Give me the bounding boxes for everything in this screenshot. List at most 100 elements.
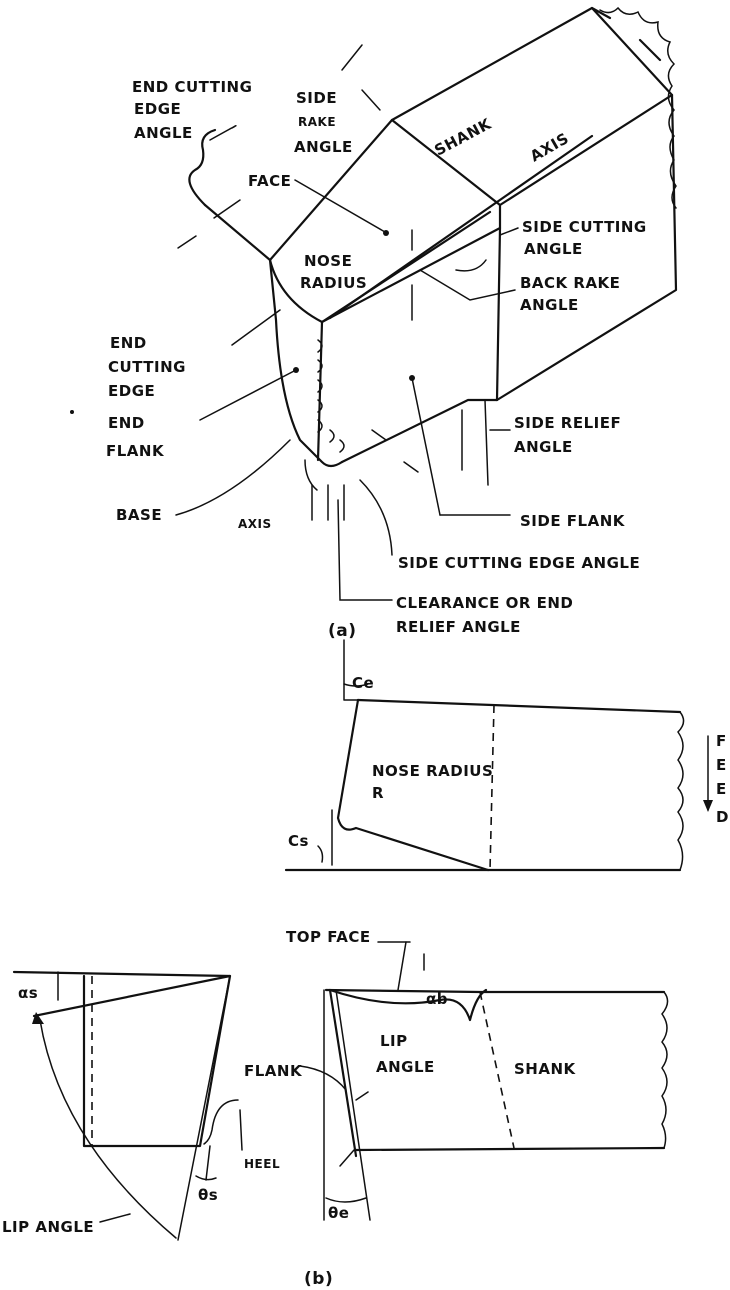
leader-face: [294, 179, 386, 233]
right-bottom-edge: [354, 1146, 666, 1152]
end-relief-lines: [311, 484, 345, 521]
top-face-leader: [397, 941, 425, 991]
end-flank-dot: [293, 367, 299, 373]
label-side-relief-angle-1: SIDE RELIEF: [514, 414, 621, 432]
label-feed-e2: E: [716, 780, 727, 798]
flank-leader-right: [299, 1065, 347, 1091]
label-shank-b: SHANK: [514, 1060, 577, 1078]
label-side-cutting-angle-2: ANGLE: [524, 240, 583, 258]
plan-break-line: [677, 711, 685, 871]
label-side-rake-angle-1: SIDE: [296, 89, 337, 107]
plan-tool-outline: [336, 698, 490, 872]
end-angle-leader: [188, 128, 217, 207]
label-clearance-1: CLEARANCE OR END: [396, 594, 573, 612]
label-feed-e1: E: [716, 756, 727, 774]
label-cs: Cs: [288, 832, 309, 850]
leader-side-cutting-edge-angle: [359, 479, 393, 556]
left-lip-arrow: [32, 1012, 44, 1024]
label-axis-bottom: AXIS: [238, 517, 272, 531]
caption-a: (a): [328, 621, 357, 641]
caption-b: (b): [304, 1269, 333, 1289]
end-cut-angle-ticks: [177, 199, 241, 249]
label-nose-radius-1: NOSE: [304, 252, 352, 270]
left-flank-line: [177, 975, 231, 1241]
label-shank-a: SHANK: [431, 114, 495, 159]
label-side-flank: SIDE FLANK: [520, 512, 626, 530]
side-cutting-angle-arc: [455, 259, 487, 272]
right-face-curve: [328, 988, 488, 1022]
label-side-rake-angle-3: ANGLE: [294, 138, 353, 156]
feed-arrow-head: [703, 800, 713, 812]
left-top-ref: [12, 970, 232, 978]
left-lip-arc: [39, 1019, 177, 1239]
label-back-rake-angle-1: BACK RAKE: [520, 274, 620, 292]
left-heel-leader: [239, 1109, 243, 1151]
side-rake-ticks: [341, 44, 381, 111]
leader-side-cutting-angle: [499, 227, 519, 236]
plan-ce-arc: [343, 683, 369, 687]
label-side-rake-angle-2: RAKE: [298, 115, 336, 129]
label-end-flank-2: FLANK: [106, 442, 165, 460]
side-relief-lines: [461, 399, 489, 486]
label-base: BASE: [116, 506, 162, 524]
leader-side-flank: [411, 377, 441, 516]
label-theta-e: θe: [328, 1204, 349, 1222]
label-end-cutting-edge-2: CUTTING: [108, 358, 186, 376]
plan-shank-boundary: [489, 704, 495, 871]
plan-top-edge: [356, 698, 682, 714]
stray-dot: [70, 410, 74, 414]
label-clearance-2: RELIEF ANGLE: [396, 618, 521, 636]
leader-clearance: [337, 499, 393, 601]
label-side-relief-angle-2: ANGLE: [514, 438, 573, 456]
left-profile: [32, 974, 232, 1148]
label-feed-d: D: [716, 808, 729, 826]
side-cutting-edge-base: [340, 398, 499, 464]
side-flank-right: [495, 226, 502, 402]
left-lip-leader: [99, 1213, 131, 1223]
label-end-flank-1: END: [108, 414, 145, 432]
leader-back-rake: [419, 269, 516, 301]
label-flank: FLANK: [244, 1062, 303, 1080]
label-end-cutting-edge-angle-3: ANGLE: [134, 124, 193, 142]
tool-plan-view: Ce Cs NOSE RADIUS R F E E D: [284, 639, 729, 872]
tool-isometric-view: END CUTTING EDGE ANGLE SIDE RAKE ANGLE S…: [70, 6, 678, 641]
end-edge-extension: [203, 203, 272, 262]
lip-arrow-2: [339, 1149, 355, 1167]
leader-end-flank: [199, 369, 297, 421]
right-shank-boundary: [479, 991, 515, 1149]
label-alpha-b: αb: [426, 990, 448, 1008]
left-flank-leader: [203, 1099, 239, 1145]
shank-top-face: [390, 6, 674, 207]
right-theta-arc: [325, 1197, 367, 1203]
label-lip-angle-right-1: LIP: [380, 1032, 408, 1050]
label-lip-angle-right-2: ANGLE: [376, 1058, 435, 1076]
label-back-rake-angle-2: ANGLE: [520, 296, 579, 314]
label-plan-nose-radius-1: NOSE RADIUS: [372, 762, 493, 780]
plan-cs-arc: [317, 845, 324, 863]
right-top-edge: [324, 988, 666, 994]
plan-ce-ref: [343, 639, 359, 701]
right-break-line: [661, 991, 669, 1149]
tool-axis: [328, 134, 594, 320]
lip-arrow-1: [355, 1091, 369, 1101]
label-heel: HEEL: [244, 1157, 280, 1171]
side-cutting-edge-angle-ticks: [371, 429, 419, 473]
label-face: FACE: [248, 172, 291, 190]
label-ce: Ce: [352, 674, 374, 692]
axis-arc: [304, 459, 318, 491]
label-side-cutting-edge-angle: SIDE CUTTING EDGE ANGLE: [398, 554, 640, 572]
left-theta-arc: [195, 1175, 217, 1181]
end-flank-outline: [268, 258, 344, 468]
break-line: [599, 6, 677, 209]
label-end-cutting-edge-angle-2: EDGE: [134, 100, 181, 118]
flank-hatching: [317, 339, 345, 453]
shank-broken-end: [590, 6, 662, 62]
label-axis-top: AXIS: [527, 129, 572, 165]
label-alpha-s: αs: [18, 984, 38, 1002]
label-end-cutting-edge-1: END: [110, 334, 147, 352]
label-end-cutting-edge-angle-1: END CUTTING: [132, 78, 252, 96]
label-feed-f: F: [716, 732, 727, 750]
label-top-face: TOP FACE: [286, 928, 371, 946]
label-nose-radius-2: RADIUS: [300, 274, 367, 292]
